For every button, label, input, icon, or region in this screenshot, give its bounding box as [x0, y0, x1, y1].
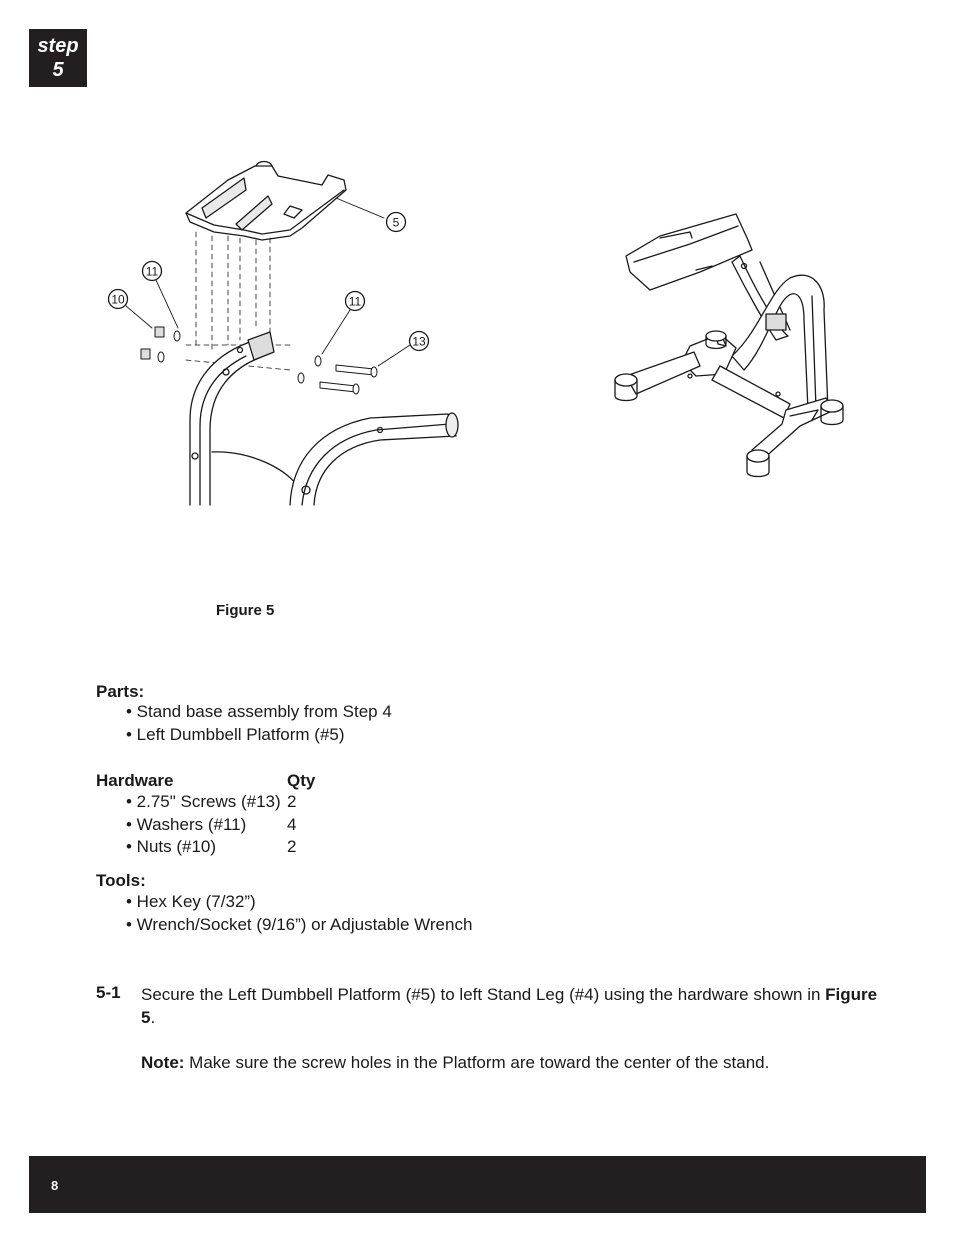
list-item: • Left Dumbbell Platform (#5): [126, 724, 345, 744]
assembly-figure: 5 11 10 11 13: [107, 160, 844, 506]
step-number: 5: [52, 59, 64, 81]
callout-5: 5: [393, 216, 400, 230]
tools-list: • Hex Key (7/32”) • Wrench/Socket (9/16”…: [126, 891, 472, 936]
parts-heading: Parts:: [96, 682, 145, 701]
step-badge: step 5: [29, 29, 87, 87]
list-item: • Washers (#11): [126, 814, 247, 834]
callout-10: 10: [111, 293, 125, 307]
stand-leg-curve: [289, 412, 459, 506]
figure-reference: Figure 5: [141, 985, 878, 1027]
qty-value: 4: [287, 814, 297, 834]
footer-bar: 8: [29, 1156, 926, 1213]
list-item: • Hex Key (7/32”): [126, 892, 256, 911]
instruction-number: 5-1: [96, 983, 121, 1002]
instruction-body: Secure the Left Dumbbell Platform (#5) t…: [141, 983, 881, 1074]
figure-caption: Figure 5: [216, 602, 275, 619]
hardware-parts: [140, 326, 378, 395]
qty-value: 2: [287, 837, 297, 856]
platform-part-5: [185, 160, 347, 241]
page-number: 8: [51, 1178, 59, 1193]
step-word: step: [37, 35, 79, 57]
hardware-list: • 2.75" Screws (#13) • Washers (#11) • N…: [126, 791, 281, 859]
note-label: Note:: [141, 1053, 185, 1072]
hardware-heading: Hardware: [96, 771, 174, 790]
instruction-text: Secure the Left Dumbbell Platform (#5) t…: [141, 985, 826, 1004]
callout-13: 13: [412, 335, 426, 349]
qty-value: 2: [287, 792, 297, 811]
hardware-qty-list: 2 4 2: [287, 791, 296, 859]
qty-heading: Qty: [287, 771, 316, 790]
list-item: • Stand base assembly from Step 4: [126, 702, 392, 721]
parts-list: • Stand base assembly from Step 4 • Left…: [126, 701, 392, 746]
callout-11-right: 11: [349, 295, 362, 309]
note-text: Make sure the screw holes in the Platfor…: [184, 1053, 770, 1072]
instruction-period: .: [150, 1008, 156, 1027]
list-item: • 2.75" Screws (#13): [126, 792, 281, 811]
assembled-stand-view: [614, 213, 844, 478]
stand-leg-tube: [189, 331, 301, 506]
tools-heading: Tools:: [96, 871, 146, 890]
list-item: • Wrench/Socket (9/16”) or Adjustable Wr…: [126, 914, 473, 934]
list-item: • Nuts (#10): [126, 837, 217, 856]
callout-11-left: 11: [146, 265, 159, 279]
